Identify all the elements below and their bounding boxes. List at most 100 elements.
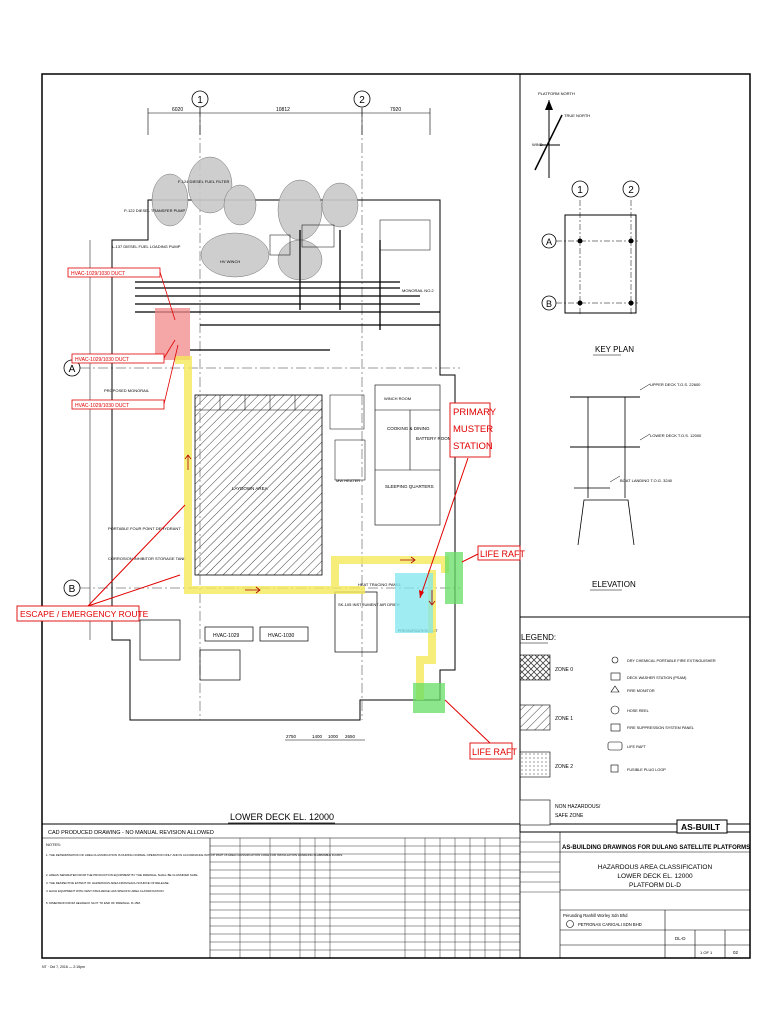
- contractor-name: Perunding Ranhill Worley Sdn Bhd: [563, 913, 628, 918]
- duct-tag-1: HVAC-1029/1030 DUCT: [71, 271, 125, 277]
- battery-room-label: BATTERY ROOM: [416, 436, 452, 441]
- zone1-swatch: [519, 704, 551, 731]
- diesel-transfer-pump-label: P-122 DIESEL TRANSFER PUMP: [124, 208, 185, 213]
- revision-number: 02: [733, 950, 739, 955]
- elevation-view: UPPER DECK T.O.S. 22600 LOWER DECK T.O.S…: [570, 382, 702, 591]
- duct-tags: HVAC-1029/1030 DUCT HVAC-1029/1030 DUCT …: [67, 267, 179, 410]
- hvac-1030-label: HVAC-1030: [268, 633, 295, 639]
- elevation-title: ELEVATION: [592, 580, 636, 589]
- life-raft-1-highlight: [445, 552, 463, 604]
- svg-text:B: B: [69, 584, 76, 595]
- svg-text:2: 2: [359, 95, 365, 106]
- svg-text:HOSE REEL: HOSE REEL: [627, 709, 649, 713]
- instrument-air-label: SK-105 INSTRUMENT AIR DRIER: [338, 602, 400, 607]
- project-title: AS-BUILDING DRAWINGS FOR DULANG SATELLIT…: [562, 845, 750, 851]
- sheet-number: 1 OF 1: [700, 950, 713, 955]
- accommodation-block: [374, 384, 441, 526]
- svg-text:1: 1: [577, 185, 583, 196]
- upper-equipment-area: [151, 156, 359, 281]
- svg-text:B: B: [546, 299, 552, 309]
- dimension-2: 10812: [276, 107, 290, 113]
- svg-text:ZONE 0: ZONE 0: [555, 667, 573, 673]
- monorail-no2-label: MONORAIL NO.2: [402, 288, 434, 293]
- cad-notice: CAD PRODUCED DRAWING - NO MANUAL REVISIO…: [48, 830, 214, 836]
- upper-deck-label: UPPER DECK T.O.S. 22600: [650, 382, 701, 387]
- platform-code: DL-D: [675, 936, 686, 941]
- sleeping-quarters-label: SLEEPING QUARTERS: [385, 484, 434, 489]
- mw-heater-label: MW HEATER: [336, 478, 360, 483]
- safe-zone-swatch: [519, 799, 551, 826]
- svg-text:ESCAPE / EMERGENCY ROUTE: ESCAPE / EMERGENCY ROUTE: [20, 609, 149, 619]
- svg-text:FUSIBLE PLUG LOOP: FUSIBLE PLUG LOOP: [627, 768, 666, 772]
- drawing-title-line3: PLATFORM DL-D: [629, 882, 681, 889]
- svg-text:DRY CHEMICAL PORTABLE FIRE EXT: DRY CHEMICAL PORTABLE FIRE EXTINGUISHER: [627, 659, 716, 663]
- hatched-zone-area: [194, 394, 323, 576]
- duct-tag-2: HVAC-1029/1030 DUCT: [75, 357, 129, 363]
- diesel-fuel-loading-label: L-137 DIESEL FUEL LOADING PUMP: [112, 244, 181, 249]
- svg-text:2. AREAS SEPARATED FROM THE PR: 2. AREAS SEPARATED FROM THE PRODUCTION E…: [46, 873, 198, 877]
- life-raft-callout-2: [469, 742, 513, 760]
- svg-text:LIFE RAFT: LIFE RAFT: [480, 549, 526, 559]
- cooking-dining-label: COOKING & DINING: [387, 426, 430, 431]
- duct-tag-3: HVAC-1029/1030 DUCT: [75, 403, 129, 409]
- wind-label: WIND: [532, 142, 543, 147]
- hvac-1029-label: HVAC-1029: [213, 633, 240, 639]
- legend-title: LEGEND:: [521, 633, 556, 642]
- heat-tracing-label: HEAT TRACING PANEL: [358, 582, 402, 587]
- svg-text:ZONE 2: ZONE 2: [555, 764, 573, 770]
- muster-station-highlight: [395, 573, 433, 633]
- svg-text:5. DIMENSION FROM HELIDECK SLO: 5. DIMENSION FROM HELIDECK SLOT TO END O…: [46, 901, 141, 905]
- svg-text:1: 1: [197, 95, 203, 106]
- key-plan: PLATFORM NORTH TRUE NORTH WIND 1 2 A B K…: [532, 91, 640, 356]
- primary-muster-callout: [449, 402, 491, 458]
- svg-text:DECK WASHER STATION (PSAM): DECK WASHER STATION (PSAM): [627, 676, 687, 680]
- svg-text:FIRE MONITOR: FIRE MONITOR: [627, 689, 655, 693]
- svg-text:1000: 1000: [328, 734, 339, 739]
- escape-route-callout: [16, 605, 140, 622]
- plot-footer: NT · Oct 7, 2016 — 2:15pm: [42, 965, 85, 969]
- svg-text:NOTES:: NOTES:: [46, 842, 61, 847]
- svg-text:PRIMARY: PRIMARY: [453, 407, 497, 418]
- svg-text:4. EACH EQUIPMENT WITH VENT DI: 4. EACH EQUIPMENT WITH VENT DISCHARGE HA…: [46, 889, 164, 893]
- title-block: AS-BUILDING DRAWINGS FOR DULANG SATELLIT…: [519, 832, 750, 958]
- petronas-logo-icon: [566, 920, 574, 928]
- svg-text:2: 2: [628, 185, 634, 196]
- hv-winch-label: HV WINCH: [220, 259, 240, 264]
- diesel-fuel-filter-label: F-124 DIESEL FUEL FILTER: [178, 179, 230, 184]
- legend: LEGEND: ZONE 0 ZONE 1 ZONE 2 NON HAZARDO…: [519, 633, 728, 834]
- svg-text:LIFE RAFT: LIFE RAFT: [627, 745, 647, 749]
- as-built-stamp: [676, 819, 728, 834]
- life-raft-2-highlight: [413, 683, 445, 713]
- svg-text:2750: 2750: [286, 734, 297, 739]
- svg-text:A: A: [69, 364, 76, 375]
- lower-deck-label: LOWER DECK T.O.S. 12000: [650, 433, 702, 438]
- proposed-monorail-label: PROPOSED MONORAIL: [104, 388, 150, 393]
- notes-block: CAD PRODUCED DRAWING - NO MANUAL REVISIO…: [42, 830, 520, 958]
- revision-table: [210, 838, 520, 958]
- main-plan: 6020 10812 7920 1 2 A B: [63, 90, 460, 824]
- drawing-title-line2: LOWER DECK EL. 12000: [617, 873, 693, 880]
- hvac-duct-zone-highlight: [155, 308, 190, 360]
- boat-landing-label: BOAT LANDING T.O.G. 3240: [620, 478, 673, 483]
- corrosion-inhibitor-label: CORROSION INHIBITOR STORAGE TANK: [108, 556, 186, 561]
- svg-text:STATION: STATION: [453, 441, 493, 452]
- key-plan-title: KEY PLAN: [595, 345, 634, 354]
- svg-text:FIRE SUPPRESSION SYSTEM PANEL: FIRE SUPPRESSION SYSTEM PANEL: [627, 726, 694, 730]
- svg-text:MUSTER: MUSTER: [453, 424, 493, 435]
- winch-room-label: WINCH ROOM: [384, 396, 411, 401]
- sheet-border: [41, 73, 751, 959]
- svg-text:AS-BUILT: AS-BUILT: [681, 822, 721, 832]
- svg-text:SAFE ZONE: SAFE ZONE: [555, 813, 584, 819]
- svg-text:2650: 2650: [345, 734, 356, 739]
- svg-text:1400: 1400: [312, 734, 323, 739]
- true-north-label: TRUE NORTH: [564, 113, 590, 118]
- svg-text:A: A: [546, 237, 552, 247]
- platform-north-label: PLATFORM NORTH: [538, 91, 575, 96]
- zone0-swatch: [519, 654, 551, 681]
- dimension-3: 7920: [390, 107, 401, 113]
- svg-text:1. THE DETERMINATION OF AREA C: 1. THE DETERMINATION OF AREA CLASSIFICAT…: [46, 853, 343, 857]
- portable-four-point-label: PORTABLE FOUR POINT DEHYDRANT: [108, 526, 181, 531]
- dimension-1: 6020: [172, 107, 183, 113]
- svg-text:3. THE RESPECTIVE EXTENT OF HA: 3. THE RESPECTIVE EXTENT OF HAZARDOUS AR…: [46, 881, 170, 885]
